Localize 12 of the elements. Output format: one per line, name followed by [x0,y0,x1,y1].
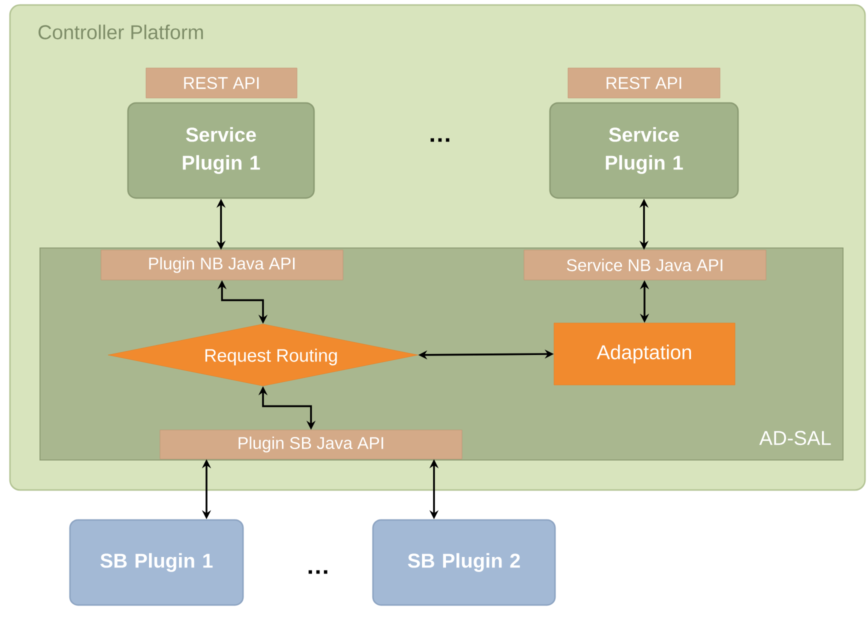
api-box: Plugin SB Java API [160,430,462,460]
api-box: Plugin NB Java API [100,250,344,280]
plugin-box: Service Plugin 1 [549,102,739,199]
ellipsis: … [308,570,328,574]
api-box: REST API [146,68,298,98]
api-box: REST API [568,68,720,98]
plugin-box: Service Plugin 1 [127,102,315,199]
api-box: Service NB Java API [524,250,766,280]
ellipsis: … [430,138,450,142]
process-box: Adaptation [554,322,736,386]
plugin-box: SB Plugin 1 [69,519,244,606]
plugin-box: SB Plugin 2 [372,519,556,606]
